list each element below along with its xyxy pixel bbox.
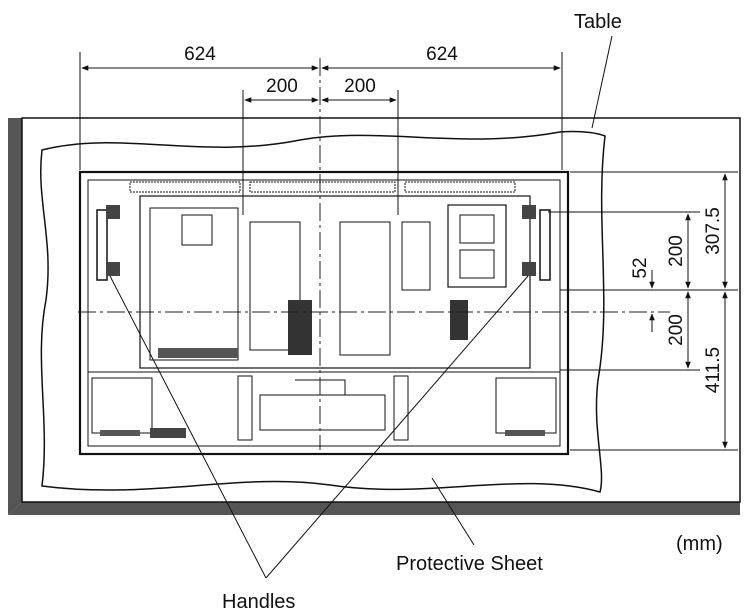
table-side-shadow (8, 118, 22, 515)
bottom-vent (100, 430, 140, 436)
protective-sheet (40, 130, 606, 493)
label-table: Table (574, 11, 622, 33)
panel-body (139, 195, 531, 369)
panel-block (339, 221, 391, 356)
dim-200-right: 200 (344, 76, 376, 97)
vent-grill (450, 300, 468, 340)
connector (150, 428, 186, 438)
label-protective-sheet: Protective Sheet (396, 553, 543, 575)
stand-bracket (237, 375, 409, 441)
vent-grill (288, 300, 312, 355)
vent-strip (404, 181, 516, 193)
mount-bracket-cell (459, 214, 495, 244)
handle-right-top (522, 205, 536, 219)
dim-200-left: 200 (266, 76, 298, 97)
extension-lines (79, 52, 738, 451)
vent-grill (158, 348, 238, 358)
panel-block-right (401, 221, 431, 291)
handle-left-top (106, 205, 120, 219)
handle-right-bottom (522, 262, 536, 276)
monitor-back (78, 170, 570, 456)
unit-label: (mm) (676, 533, 723, 555)
monitor-inner-frame (87, 179, 561, 447)
mount-bracket-cell (459, 249, 495, 279)
monitor-outer-frame (78, 170, 570, 456)
panel-block-left (149, 207, 239, 361)
bottom-center (259, 379, 386, 431)
dim-624-left: 624 (184, 44, 216, 65)
handles-leader-left (109, 275, 267, 579)
dim-200-lower: 200 (666, 314, 687, 346)
handle-left-bottom (106, 262, 120, 276)
mount-bracket (447, 204, 507, 288)
table-bottom-shadow (8, 502, 740, 515)
table-leader (591, 35, 613, 129)
bottom-vent (505, 430, 545, 436)
dim-624-right: 624 (426, 44, 458, 65)
panel-notch (181, 214, 213, 246)
dim-52: 52 (630, 257, 651, 278)
vent-strip (249, 181, 396, 193)
dim-411-5: 411.5 (703, 347, 724, 393)
dim-200-upper: 200 (666, 235, 687, 267)
handles-leader-right (265, 275, 529, 579)
dimension-arrows (81, 65, 728, 449)
dim-307-5: 307.5 (703, 207, 724, 255)
handle-left-bar (96, 209, 108, 281)
protective-sheet-leader (431, 477, 475, 546)
vent-strip (129, 181, 241, 193)
label-handles: Handles (222, 591, 295, 613)
handle-right-bar (539, 209, 551, 281)
